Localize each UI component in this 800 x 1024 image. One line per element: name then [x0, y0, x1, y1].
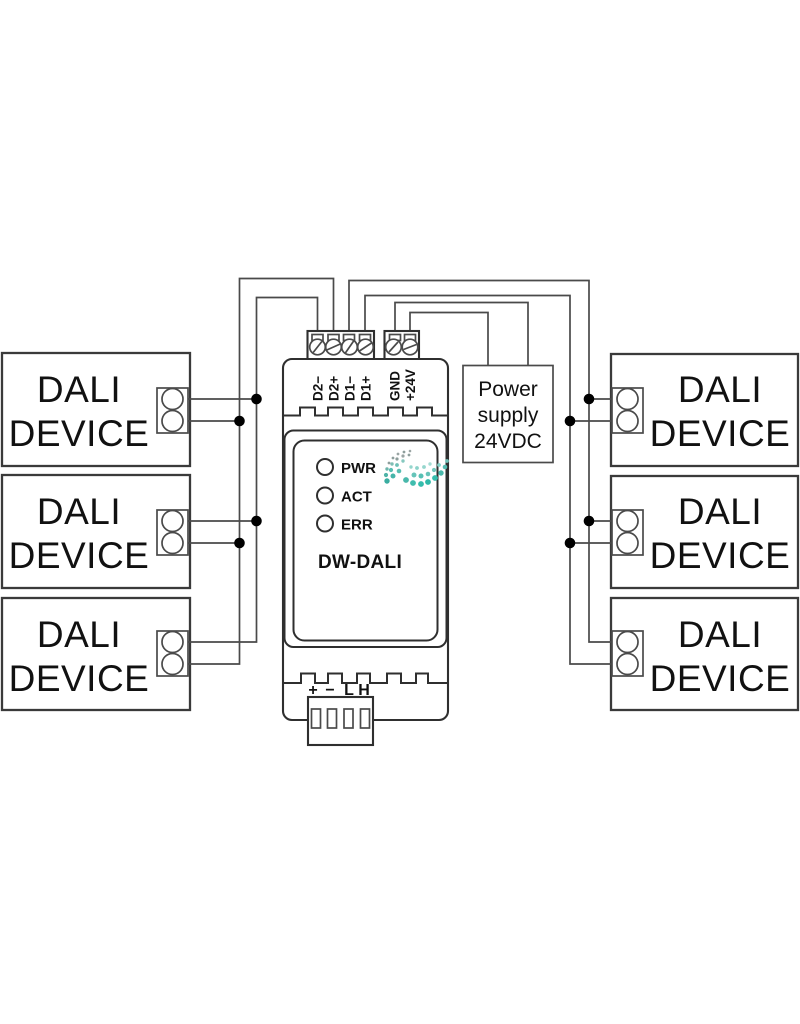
dali-device-label: DEVICE — [9, 535, 150, 576]
junction-dot — [583, 393, 595, 405]
pwr-led-icon — [316, 458, 334, 476]
terminal-circle — [161, 531, 184, 555]
wire-gnd — [394, 301, 529, 366]
dw-dali-module: D2− D2+ D1− D1+ GND +24V PWR ACT ERR — [281, 329, 450, 747]
terminal-circle — [161, 509, 184, 533]
wire-24v — [409, 311, 489, 366]
panel-inner — [292, 439, 439, 642]
module-name-label: DW-DALI — [318, 552, 402, 573]
power-supply-box: Power supply 24VDC — [462, 364, 554, 464]
connector-slot — [343, 708, 354, 729]
act-led-icon — [316, 486, 334, 505]
junction-dot — [234, 537, 245, 549]
junction-dot — [564, 537, 576, 549]
terminal-circle — [616, 509, 639, 533]
dali-device-label: DEVICE — [9, 658, 150, 699]
pwr-led-label: PWR — [341, 460, 376, 477]
dali-device-label: DALI — [37, 614, 121, 655]
terminal-label: D2− — [311, 376, 326, 401]
dali-connector — [156, 387, 189, 434]
terminal-circle — [616, 652, 639, 676]
terminal-circle — [161, 387, 184, 411]
terminal-screw — [308, 338, 327, 356]
right-device-connectors — [611, 387, 644, 677]
junction-dot — [251, 515, 262, 527]
terminal-screw — [340, 338, 359, 356]
terminal-circle — [161, 409, 184, 433]
wire-d2-plus-bus — [182, 277, 335, 665]
dali-device-box — [609, 596, 800, 712]
dali-connector — [611, 630, 644, 677]
junction-dot — [583, 515, 595, 527]
power-supply-line1: Power — [478, 378, 538, 401]
bottom-terminal-label: L — [344, 682, 354, 699]
power-supply-line3: 24VDC — [474, 430, 542, 453]
left-device-connectors — [156, 387, 189, 677]
dali-device-label: DEVICE — [650, 658, 791, 699]
power-supply-line2: supply — [478, 404, 539, 427]
dali-device-label: DALI — [37, 491, 121, 532]
connector-slot — [326, 708, 338, 729]
device-labels: DALI DEVICE DALI DEVICE DALI DEVICE DALI… — [9, 369, 791, 699]
bottom-terminal-label: H — [358, 682, 370, 699]
terminal-label: D1− — [343, 376, 358, 401]
dali-device-label: DEVICE — [9, 413, 150, 454]
dali-device-label: DALI — [678, 614, 762, 655]
junction-dot — [564, 415, 576, 427]
terminal-circle — [161, 630, 184, 654]
dali-terminal-block — [306, 329, 376, 362]
brand-logo-icon — [383, 449, 449, 487]
bottom-terminal-labels: + − L H — [308, 682, 369, 699]
terminal-circle — [616, 387, 639, 411]
terminal-label: GND — [388, 371, 403, 401]
dali-connector — [611, 509, 644, 556]
power-terminal-block — [383, 329, 421, 362]
terminal-circle — [616, 630, 639, 654]
junction-dot — [251, 393, 262, 405]
dali-connector — [611, 387, 644, 434]
terminal-label: +24V — [403, 369, 418, 401]
dali-device-label: DEVICE — [650, 535, 791, 576]
junction-dot — [234, 415, 245, 427]
err-led-icon — [316, 514, 334, 533]
connector-slot — [359, 708, 371, 729]
terminal-circle — [161, 652, 184, 676]
dali-device-label: DALI — [678, 369, 762, 410]
junction-dots — [234, 393, 595, 549]
terminal-label: D1+ — [359, 376, 374, 401]
terminal-screw — [401, 338, 419, 356]
dali-device-label: DALI — [678, 491, 762, 532]
wire-d1-minus-bus — [348, 279, 618, 643]
wire-d1-plus-bus — [364, 294, 618, 665]
act-led-label: ACT — [341, 489, 372, 506]
panel-outer — [283, 429, 448, 648]
dali-connector — [156, 630, 189, 677]
err-led-label: ERR — [341, 517, 373, 534]
terminal-circle — [616, 409, 639, 433]
bottom-terminal-label: + — [308, 682, 317, 699]
vent-top — [284, 406, 447, 417]
led-indicators: PWR ACT ERR — [316, 458, 376, 534]
wires — [182, 277, 618, 665]
dali-device-label: DALI — [37, 369, 121, 410]
terminal-screw — [324, 338, 343, 356]
bottom-connector-block — [306, 695, 375, 747]
wire-d2-minus-bus — [182, 296, 319, 643]
dali-connector — [156, 509, 189, 556]
vent-bottom — [284, 672, 448, 684]
connector-slot — [310, 708, 322, 729]
terminal-screw — [356, 338, 375, 356]
terminal-labels: D2− D2+ D1− D1+ GND +24V — [311, 369, 419, 401]
bottom-terminal-label: − — [325, 682, 334, 699]
dali-device-label: DEVICE — [650, 413, 791, 454]
module-body — [281, 357, 450, 722]
terminal-screw — [384, 338, 403, 356]
terminal-circle — [616, 531, 639, 555]
terminal-label: D2+ — [327, 376, 342, 401]
